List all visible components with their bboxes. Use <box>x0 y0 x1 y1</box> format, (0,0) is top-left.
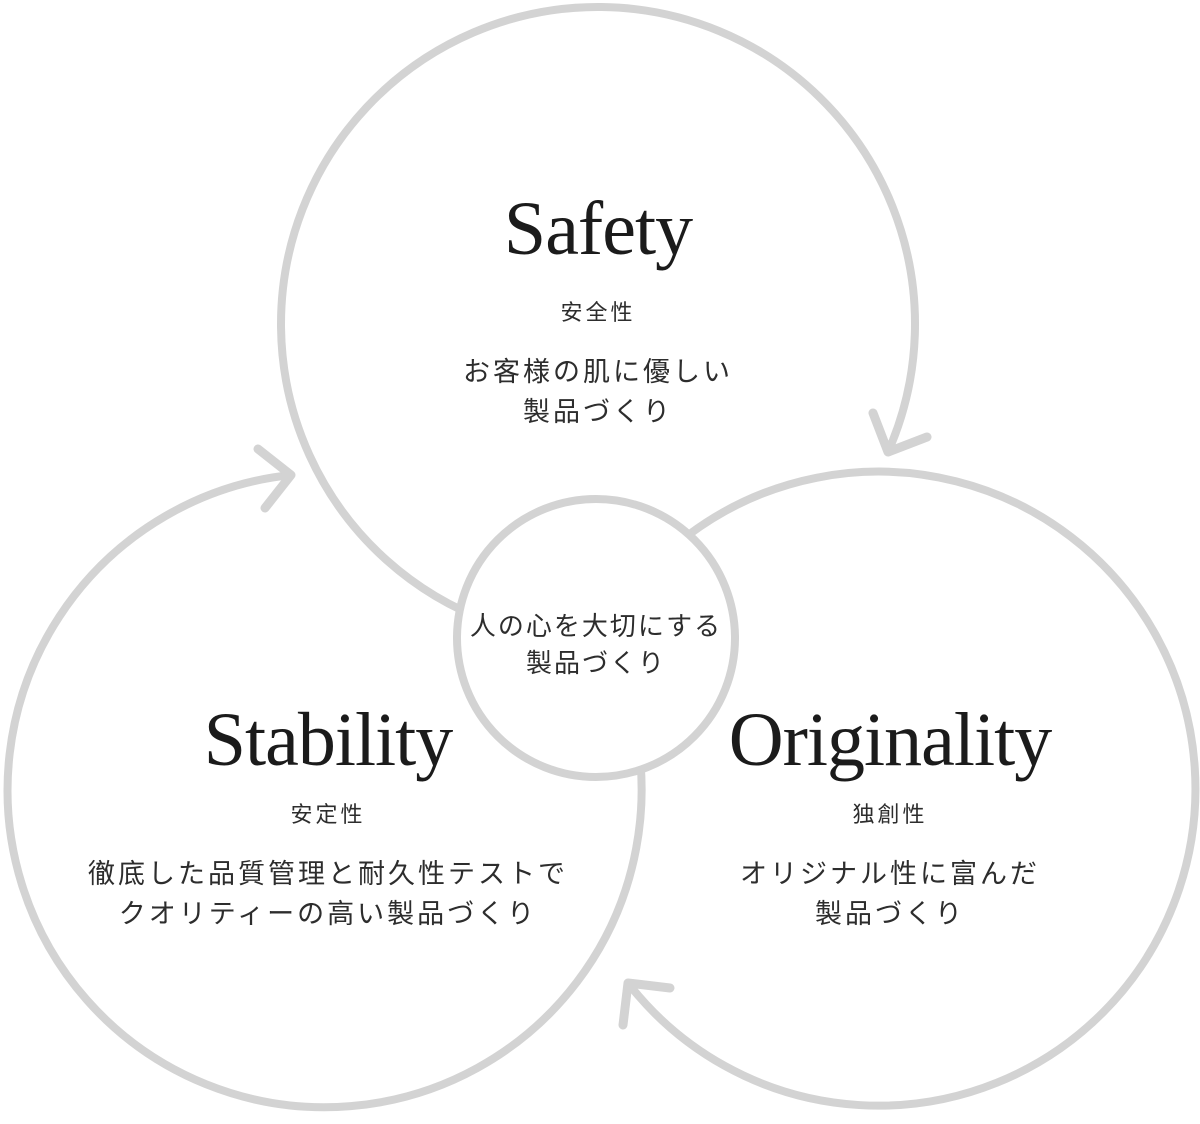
safety-description: お客様の肌に優しい 製品づくり <box>463 352 733 432</box>
originality-arrow-icon <box>618 978 675 1030</box>
center-circle-line1: 人の心を大切にする <box>469 611 723 641</box>
center-circle-line2: 製品づくり <box>525 648 667 678</box>
stability-title: Stability <box>203 698 454 782</box>
originality-description: オリジナル性に富んだ 製品づくり <box>740 854 1040 934</box>
safety-description-line1: お客様の肌に優しい <box>463 357 733 387</box>
stability-subtitle: 安定性 <box>290 802 366 827</box>
originality-description-line2: 製品づくり <box>815 899 965 929</box>
center-circle-text: 人の心を大切にする 製品づくり <box>470 608 722 682</box>
originality-title: Originality <box>728 698 1053 782</box>
safety-circle-arc <box>277 2 920 626</box>
safety-description-line2: 製品づくり <box>523 397 673 427</box>
originality-description-line1: オリジナル性に富んだ <box>740 859 1040 889</box>
stability-description: 徹底した品質管理と耐久性テストで クオリティーの高い製品づくり <box>88 854 568 934</box>
safety-subtitle: 安全性 <box>560 300 636 325</box>
stability-arrow-icon <box>253 444 296 513</box>
safety-arrow-icon <box>868 408 932 457</box>
originality-subtitle: 独創性 <box>852 802 928 827</box>
center-circle <box>453 495 739 781</box>
safety-title: Safety <box>503 187 693 271</box>
originality-circle-arc <box>600 467 1200 1110</box>
stability-circle-arc <box>3 471 646 1112</box>
stability-description-line1: 徹底した品質管理と耐久性テストで <box>88 859 568 889</box>
stability-description-line2: クオリティーの高い製品づくり <box>118 899 538 929</box>
